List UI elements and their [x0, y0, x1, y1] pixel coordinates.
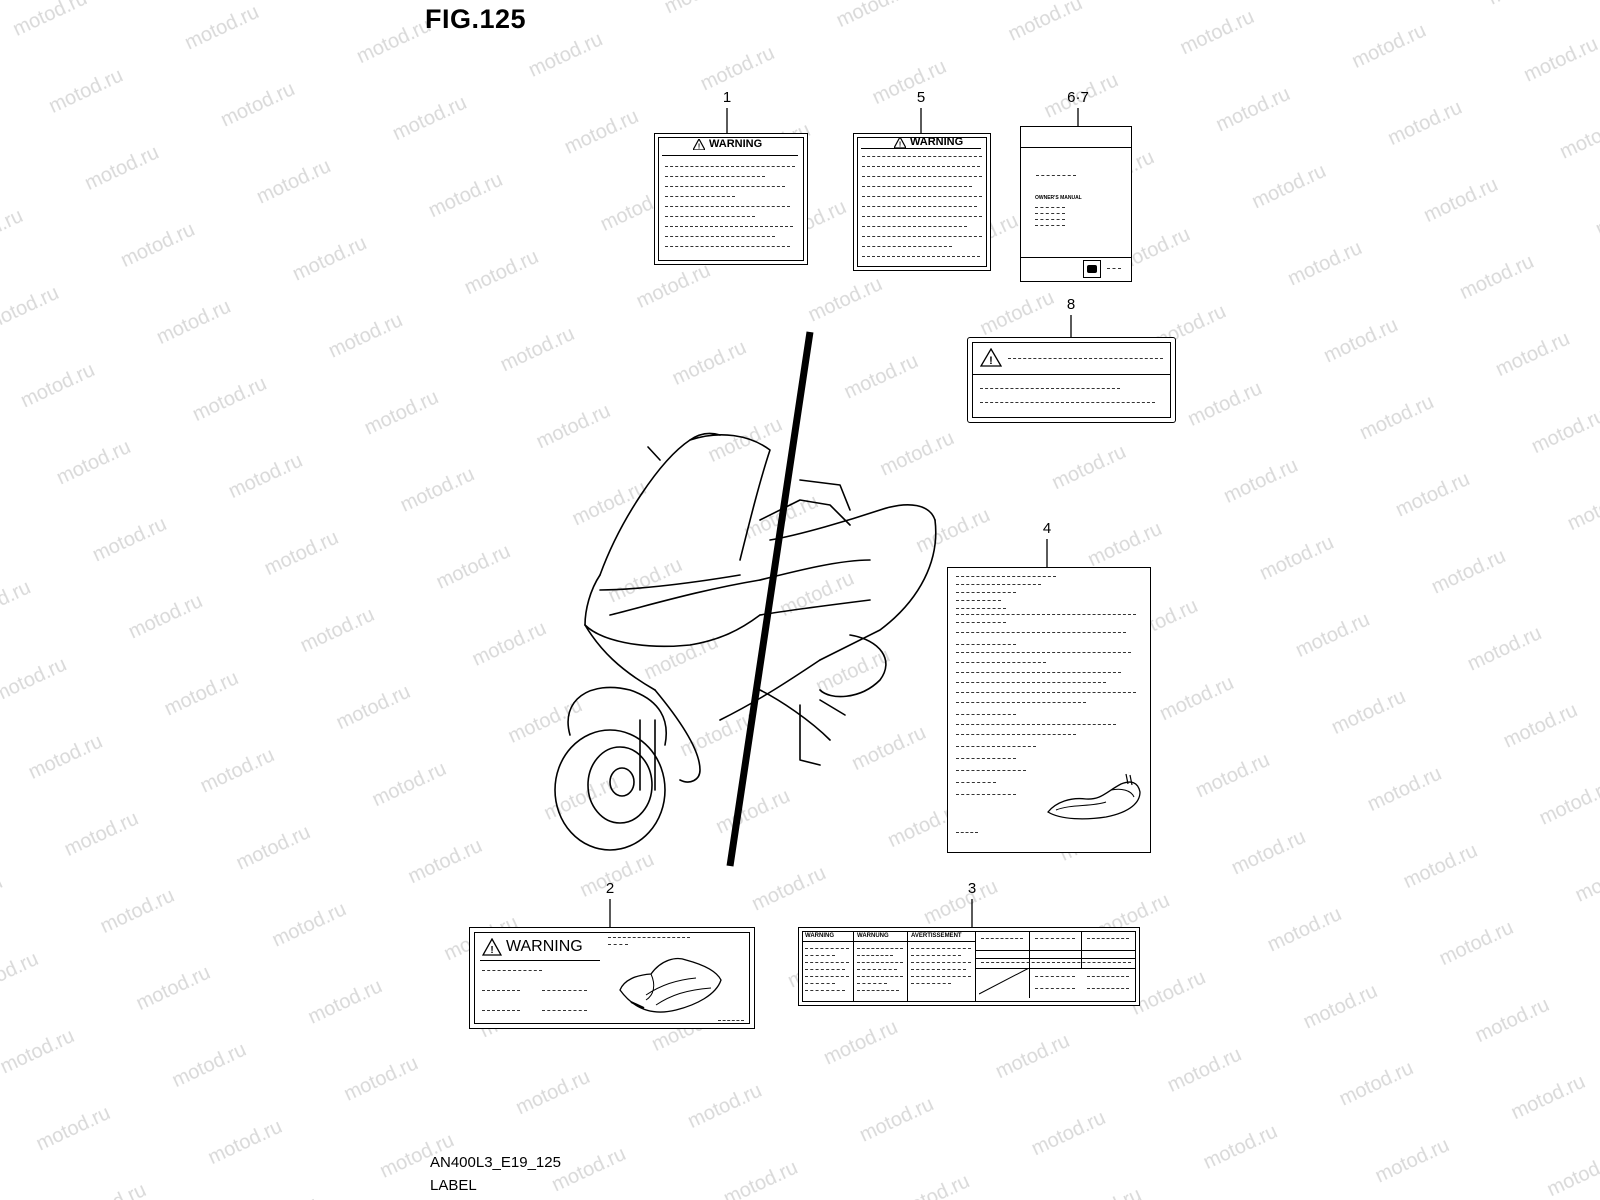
callout-8: 8 [1066, 296, 1076, 313]
svg-text:!: ! [490, 945, 493, 956]
callout-6-7: 6·7 [1067, 89, 1089, 106]
svg-text:!: ! [989, 355, 993, 367]
svg-text:!: ! [698, 143, 700, 150]
callout-3: 3 [967, 880, 977, 897]
warning-triangle-icon: ! [693, 138, 705, 150]
label-1-heading: WARNING [709, 138, 763, 150]
label-5-warning: ! WARNING [853, 133, 991, 271]
callout-2: 2 [605, 880, 615, 897]
label-2-warning: ! WARNING [469, 927, 755, 1029]
warning-triangle-icon: ! [980, 348, 1002, 367]
figure-caption: LABEL [430, 1177, 477, 1194]
label-3-warning-en: WARNING [805, 933, 834, 939]
seat-icon [1047, 773, 1141, 820]
label-4-instructions [947, 567, 1151, 853]
warning-triangle-icon: ! [482, 938, 502, 956]
warning-triangle-icon: ! [894, 136, 906, 148]
callout-5: 5 [916, 89, 926, 106]
label-3-warning-de: WARNUNG [857, 933, 889, 939]
callout-1: 1 [722, 89, 732, 106]
label-2-heading: WARNING [506, 938, 583, 955]
scooter-illustration [554, 432, 937, 851]
label-5-heading: WARNING [910, 136, 964, 148]
scooter-seat-icon [619, 957, 722, 1013]
label-3-warning-fr: AVERTISSEMENT [911, 933, 962, 939]
figure-title: FIG.125 [425, 4, 527, 34]
label-6-7-owners-manual: OWNER'S MANUAL [1020, 126, 1132, 282]
figure-code: AN400L3_E19_125 [430, 1154, 561, 1171]
svg-text:!: ! [899, 141, 901, 148]
section-cut-line [726, 331, 814, 867]
label-6-7-heading: OWNER'S MANUAL [1035, 195, 1082, 201]
label-1-warning: ! WARNING [654, 133, 808, 265]
label-3-tire-info: WARNING WARNUNG AVERTISSEMENT [798, 927, 1140, 1006]
label-8-caution: ! [967, 337, 1176, 423]
manual-logo-icon [1083, 260, 1101, 278]
callout-4: 4 [1042, 520, 1052, 537]
